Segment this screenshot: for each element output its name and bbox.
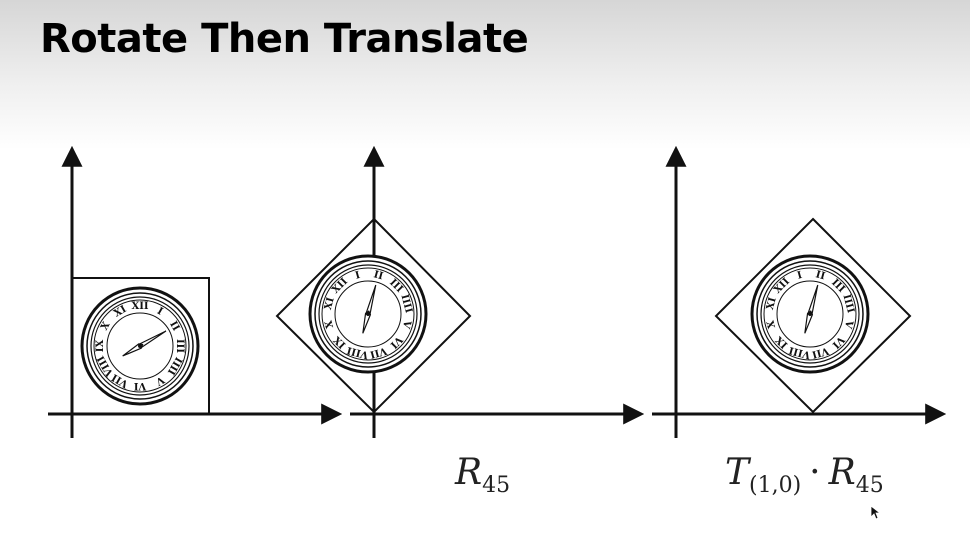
clock-numeral: XI bbox=[765, 296, 779, 311]
clock-numeral: I bbox=[354, 270, 362, 282]
slide-title: Rotate Then Translate bbox=[40, 16, 529, 62]
clock-numeral: I bbox=[796, 270, 804, 282]
clock-numeral: III bbox=[174, 339, 185, 353]
clock-numeral: IIII bbox=[840, 293, 856, 314]
axes-panel-1 bbox=[48, 145, 343, 438]
axes-panel-3 bbox=[652, 145, 947, 438]
clock-numeral: VII bbox=[368, 344, 389, 359]
label-translation-rotation: T(1,0)·R45 bbox=[725, 452, 884, 498]
clock-numeral: I bbox=[155, 306, 165, 318]
clock-numeral: V bbox=[842, 318, 855, 330]
square-rotated bbox=[275, 217, 472, 414]
clock-numeral: IIII bbox=[398, 293, 414, 314]
label-rotation: R45 bbox=[455, 452, 511, 498]
clock-numeral: XII bbox=[131, 301, 148, 312]
square-rotated-translated bbox=[714, 217, 912, 414]
clock-numeral: IX bbox=[95, 340, 106, 353]
clock-numeral: V bbox=[400, 318, 413, 330]
clock-numeral: II bbox=[372, 269, 384, 282]
mouse-cursor-icon bbox=[870, 505, 882, 520]
clock-numeral: X bbox=[323, 319, 336, 330]
square-original bbox=[71, 277, 210, 415]
clock-numeral: II bbox=[814, 269, 826, 282]
clock-numeral: XI bbox=[323, 296, 337, 311]
clock-numeral: VII bbox=[810, 344, 831, 359]
clock-numeral: X bbox=[765, 319, 778, 330]
clock-numeral: VI bbox=[133, 380, 147, 391]
